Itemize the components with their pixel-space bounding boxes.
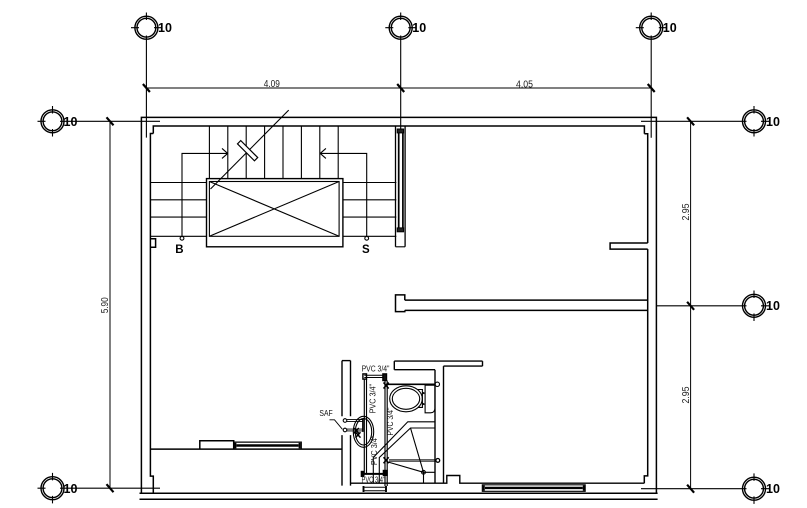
- svg-text:PVC 3/4": PVC 3/4": [370, 435, 379, 465]
- svg-text:PVC 3/4": PVC 3/4": [362, 364, 390, 373]
- svg-text:10: 10: [766, 115, 780, 129]
- svg-text:10: 10: [64, 115, 78, 129]
- svg-text:4.05: 4.05: [516, 79, 533, 90]
- svg-text:10: 10: [766, 482, 780, 496]
- svg-text:S: S: [362, 244, 370, 256]
- svg-text:4.09: 4.09: [264, 79, 281, 90]
- svg-text:PVC 3/4": PVC 3/4": [362, 475, 386, 484]
- svg-text:5.90: 5.90: [100, 297, 111, 313]
- svg-text:PVC 3/4": PVC 3/4": [386, 407, 395, 435]
- svg-text:B: B: [175, 244, 183, 256]
- svg-text:10: 10: [663, 21, 677, 35]
- svg-text:2.95: 2.95: [681, 386, 692, 403]
- svg-text:10: 10: [412, 21, 426, 35]
- svg-text:10: 10: [64, 482, 78, 496]
- svg-text:PVC 3/4": PVC 3/4": [368, 384, 377, 414]
- svg-text:10: 10: [158, 21, 172, 35]
- svg-text:SAF: SAF: [319, 409, 332, 418]
- svg-text:2.95: 2.95: [681, 203, 692, 220]
- svg-text:10: 10: [766, 299, 780, 313]
